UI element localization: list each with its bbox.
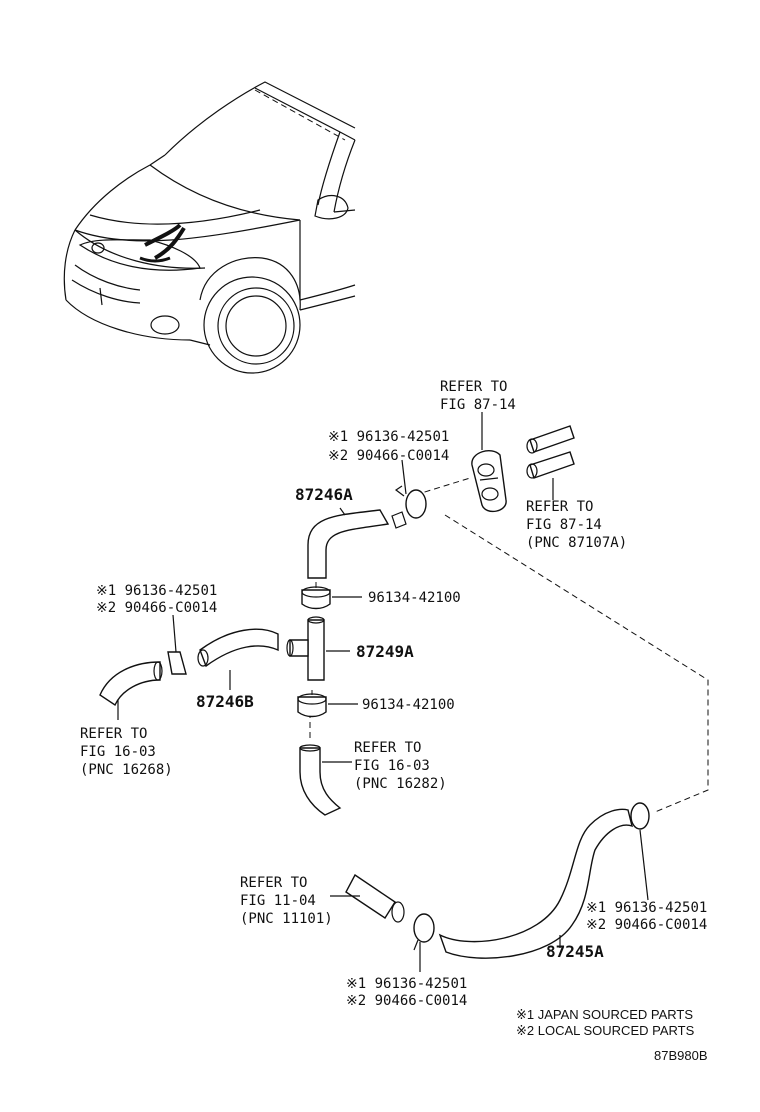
legend-line: ※1 JAPAN SOURCED PARTS xyxy=(516,1007,693,1022)
code-line: ※1 96136-42501 xyxy=(346,976,467,992)
ref-fig-16-03-left: REFER TO FIG 16-03 (PNC 16268) xyxy=(80,726,173,778)
ref-line: FIG 11-04 xyxy=(240,893,316,909)
clip-upper xyxy=(301,586,362,610)
ref-line: REFER TO xyxy=(526,499,593,515)
ref-fig-11-04: REFER TO FIG 11-04 (PNC 11101) xyxy=(240,875,333,927)
code-line: ※2 90466-C0014 xyxy=(346,993,467,1009)
code-line: ※1 96136-42501 xyxy=(328,429,449,445)
dashed-leader-top xyxy=(414,477,471,496)
hose-clamp-bottom xyxy=(413,913,435,972)
joint-87249a xyxy=(286,616,350,681)
hose-clamp-top xyxy=(394,485,427,519)
code-line: ※2 90466-C0014 xyxy=(586,917,707,933)
hose-87246a xyxy=(307,507,407,579)
hose-clamp-left xyxy=(167,614,187,675)
clamp-codes-top: ※1 96136-42501 ※2 90466-C0014 xyxy=(328,429,449,464)
ref-line: FIG 87-14 xyxy=(440,397,516,413)
hose-clamp-right xyxy=(630,802,650,901)
hose-lower-center xyxy=(299,744,352,816)
car-front-illustration xyxy=(63,81,356,374)
ref-line: REFER TO xyxy=(240,875,307,891)
code-line: ※2 90466-C0014 xyxy=(96,600,217,616)
hose-left xyxy=(99,661,163,720)
part-87245a-label: 87245A xyxy=(546,942,604,961)
ref-line: REFER TO xyxy=(80,726,147,742)
ref-line: (PNC 11101) xyxy=(240,911,333,927)
hose-87245a xyxy=(438,808,633,959)
car-dashed-leader xyxy=(254,89,346,141)
clamp-codes-bottom: ※1 96136-42501 ※2 90466-C0014 xyxy=(346,976,467,1009)
ref-line: (PNC 87107A) xyxy=(526,535,627,551)
ref-fig-87-14-top: REFER TO FIG 87-14 xyxy=(440,379,516,413)
code-line: ※2 90466-C0014 xyxy=(328,448,449,464)
leader-clamp-top xyxy=(401,459,407,495)
code-line: ※1 96136-42501 xyxy=(96,583,217,599)
clamp-codes-left: ※1 96136-42501 ※2 90466-C0014 xyxy=(96,583,217,616)
clamp-codes-right: ※1 96136-42501 ※2 90466-C0014 xyxy=(586,900,707,933)
clip-lower xyxy=(297,693,358,718)
clip-lower-label: 96134-42100 xyxy=(362,697,455,713)
pipe-pair-right xyxy=(526,425,575,500)
ref-fig-16-03-mid: REFER TO FIG 16-03 (PNC 16282) xyxy=(354,740,447,792)
pipe-fig-11-04 xyxy=(330,873,405,923)
diagram-code: 87B980B xyxy=(654,1048,708,1063)
legend: ※1 JAPAN SOURCED PARTS ※2 LOCAL SOURCED … xyxy=(516,1007,695,1038)
ref-line: REFER TO xyxy=(354,740,421,756)
ref-line: FIG 16-03 xyxy=(80,744,156,760)
ref-line: REFER TO xyxy=(440,379,507,395)
code-line: ※1 96136-42501 xyxy=(586,900,707,916)
legend-line: ※2 LOCAL SOURCED PARTS xyxy=(516,1023,695,1038)
ref-line: (PNC 16282) xyxy=(354,776,447,792)
ref-line: FIG 16-03 xyxy=(354,758,430,774)
part-87246b-label: 87246B xyxy=(196,692,254,711)
ref-line: (PNC 16268) xyxy=(80,762,173,778)
clip-upper-label: 96134-42100 xyxy=(368,590,461,606)
part-87246a-label: 87246A xyxy=(295,485,353,504)
connector-block xyxy=(471,450,507,513)
hose-87246b xyxy=(197,628,279,690)
dashed-leader-right xyxy=(444,514,709,813)
ref-fig-87-14-right: REFER TO FIG 87-14 (PNC 87107A) xyxy=(526,499,627,551)
ref-line: FIG 87-14 xyxy=(526,517,602,533)
part-87249a-label: 87249A xyxy=(356,642,414,661)
